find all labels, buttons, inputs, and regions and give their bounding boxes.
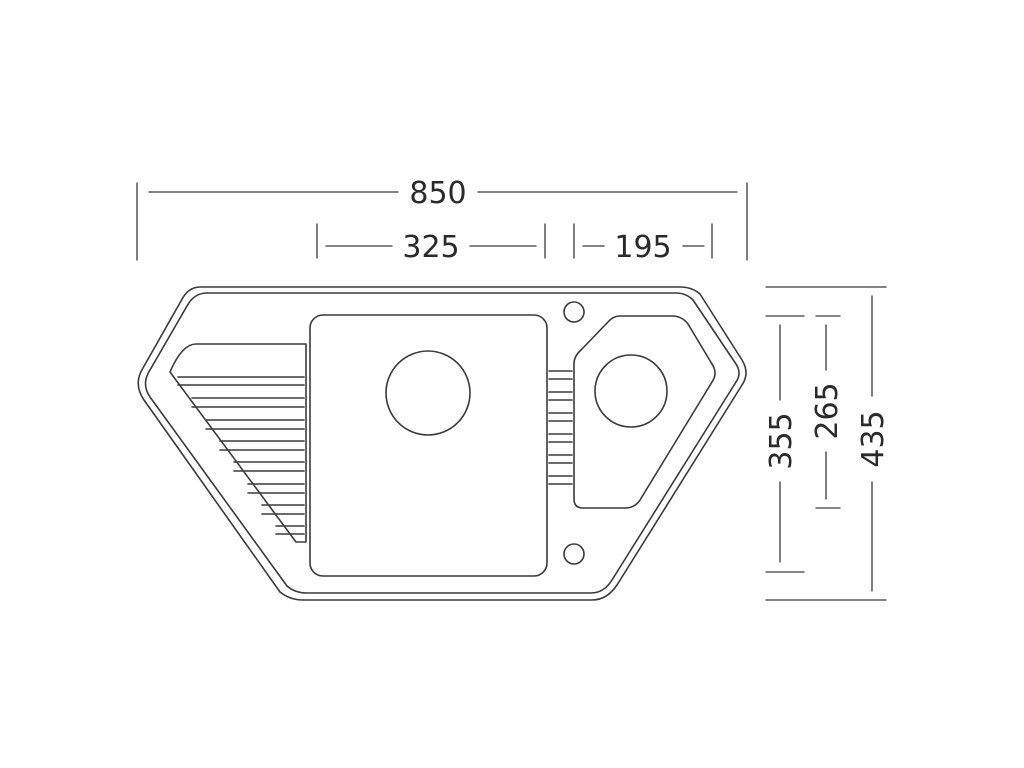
middle-ribs	[548, 370, 573, 485]
dimension-small-bowl-width: 195	[573, 223, 713, 265]
sink-inner-rim	[144, 292, 740, 594]
dimension-overall-depth: 435	[765, 286, 891, 601]
drainboard-ribs	[177, 376, 305, 535]
dimension-main-bowl-depth: 355	[764, 315, 805, 573]
main-bowl	[309, 314, 548, 577]
small-bowl-width-label: 195	[614, 230, 671, 265]
sink-outer-outline	[137, 286, 747, 601]
dimension-overall-width: 850	[136, 176, 748, 261]
main-bowl-outline	[309, 314, 548, 577]
drainboard	[169, 343, 307, 543]
tap-hole-top	[563, 301, 585, 323]
dimension-main-bowl-width: 325	[316, 223, 546, 265]
main-bowl-drain	[385, 350, 471, 436]
main-bowl-width-label: 325	[402, 230, 459, 265]
overall-width-label: 850	[409, 176, 466, 211]
dimension-small-bowl-depth: 265	[810, 315, 845, 509]
small-bowl-drain	[594, 354, 668, 428]
small-bowl-outline	[573, 315, 716, 509]
small-bowl	[573, 315, 716, 509]
small-bowl-depth-label: 265	[810, 382, 845, 439]
overall-depth-label: 435	[856, 410, 891, 467]
main-bowl-depth-label: 355	[764, 412, 799, 469]
drainboard-outline	[169, 343, 307, 543]
tap-hole-bottom	[563, 543, 585, 565]
